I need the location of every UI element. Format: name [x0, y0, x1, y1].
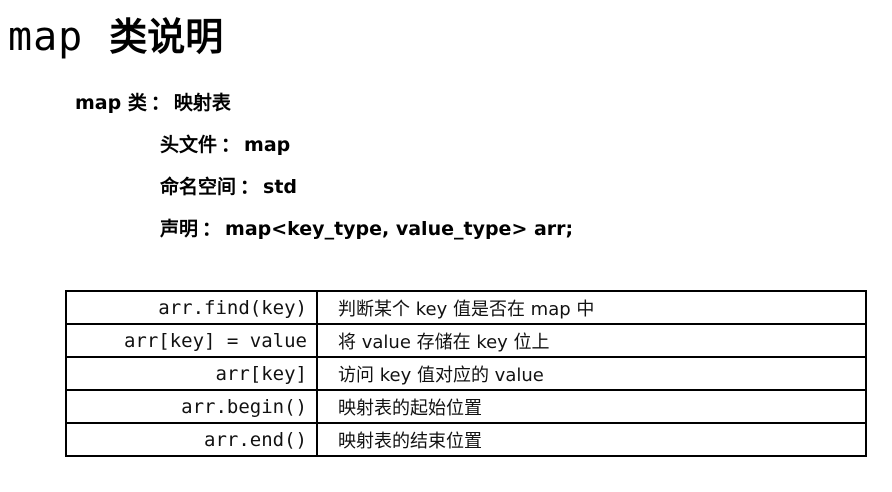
method-description: 将 value 存储在 key 位上: [316, 323, 867, 358]
method-code: arr.end(): [65, 422, 318, 457]
namespace-separator: ：: [240, 176, 260, 198]
method-code: arr[key] = value: [65, 323, 318, 358]
table-row: arr[key] 访问 key 值对应的 value: [65, 356, 867, 391]
class-label: map 类: [75, 92, 147, 114]
header-separator: ：: [221, 134, 241, 156]
class-value: 映射表: [173, 92, 231, 114]
table-row: arr.find(key) 判断某个 key 值是否在 map 中: [65, 290, 867, 325]
namespace-label: 命名空间: [160, 176, 237, 198]
class-line: map 类：映射表: [75, 88, 231, 115]
method-description: 访问 key 值对应的 value: [316, 356, 867, 391]
namespace-value: std: [263, 176, 298, 198]
class-separator: ：: [150, 92, 170, 114]
declaration-value: map<key_type, value_type> arr;: [225, 218, 574, 240]
header-line: 头文件：map: [160, 130, 290, 157]
method-description: 判断某个 key 值是否在 map 中: [316, 290, 867, 325]
page-title: map 类说明: [8, 6, 223, 60]
page-title-code: map: [8, 14, 84, 60]
method-code: arr.begin(): [65, 389, 318, 424]
table-row: arr.end() 映射表的结束位置: [65, 422, 867, 457]
declaration-separator: ：: [202, 218, 222, 240]
method-description: 映射表的起始位置: [316, 389, 867, 424]
header-label: 头文件: [160, 134, 218, 156]
method-code: arr[key]: [65, 356, 318, 391]
page-title-text: 类说明: [109, 15, 224, 59]
methods-table: arr.find(key) 判断某个 key 值是否在 map 中 arr[ke…: [65, 290, 867, 457]
method-code: arr.find(key): [65, 290, 318, 325]
method-description: 映射表的结束位置: [316, 422, 867, 457]
table-row: arr.begin() 映射表的起始位置: [65, 389, 867, 424]
declaration-label: 声明: [160, 218, 199, 240]
namespace-line: 命名空间：std: [160, 172, 297, 199]
table-row: arr[key] = value 将 value 存储在 key 位上: [65, 323, 867, 358]
declaration-line: 声明：map<key_type, value_type> arr;: [160, 214, 573, 241]
header-value: map: [244, 134, 291, 156]
